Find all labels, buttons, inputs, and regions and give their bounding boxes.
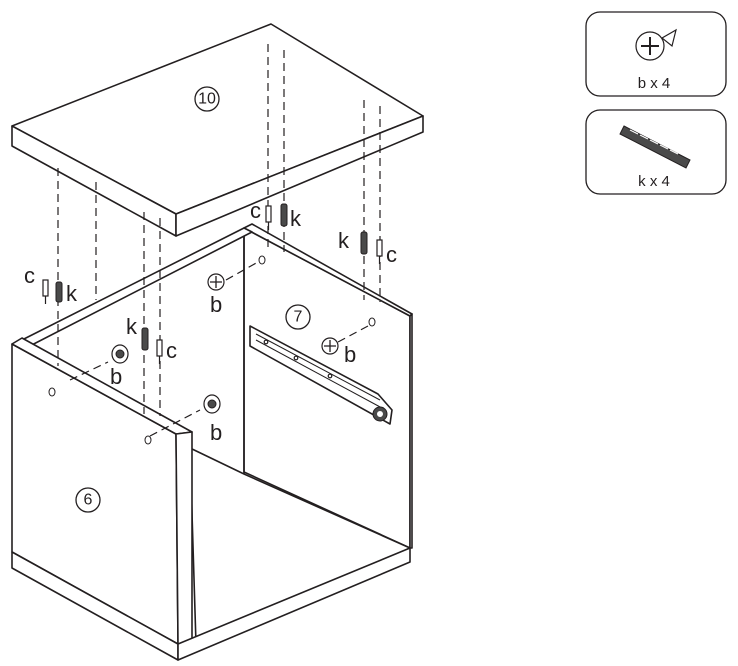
- legend-dowel-qty: k x 4: [638, 173, 670, 190]
- label-k: k: [338, 228, 350, 253]
- cam-bolt-icon: [376, 239, 383, 264]
- label-b: b: [210, 292, 222, 317]
- label-b: b: [110, 364, 122, 389]
- part-number-6: 6: [75, 487, 101, 513]
- cabinet-body: 6 7: [11, 223, 413, 661]
- cam-lock-icon: [207, 273, 225, 291]
- cam-lock-icon: [111, 344, 129, 364]
- svg-text:10: 10: [198, 91, 216, 108]
- drawer-slide: [249, 325, 393, 425]
- label-c: c: [166, 338, 177, 363]
- top-panel: 10: [11, 23, 424, 237]
- legend-cam-qty: b x 4: [638, 75, 671, 92]
- part-number-7: 7: [285, 304, 311, 330]
- cam-lock-icon: [635, 28, 677, 61]
- dowel-icon: [141, 327, 149, 351]
- label-k: k: [66, 281, 78, 306]
- cam-bolt-icon: [42, 279, 49, 304]
- label-k: k: [126, 314, 138, 339]
- dowel-hole: [48, 387, 56, 397]
- cam-bolt-icon: [156, 339, 163, 364]
- hardware-labels: c k k c b b b b c k k c: [24, 198, 397, 445]
- part-number-10: 10: [194, 86, 220, 112]
- label-c: c: [386, 242, 397, 267]
- wood-dowel-icon: [619, 125, 691, 169]
- legend-dowel: k x 4: [585, 109, 727, 195]
- dowel-icon: [360, 231, 368, 255]
- dowel-icon: [280, 203, 288, 227]
- cam-hole: [368, 317, 376, 327]
- dowel-hole: [144, 435, 152, 445]
- cam-bolt-icon: [265, 205, 272, 230]
- legend-cam: b x 4: [585, 11, 727, 97]
- dowel-icon: [55, 281, 63, 303]
- cam-lock-icon: [321, 337, 339, 355]
- svg-text:7: 7: [294, 309, 303, 326]
- cam-hole: [258, 255, 266, 265]
- label-b: b: [344, 342, 356, 367]
- label-k: k: [290, 206, 302, 231]
- label-c: c: [250, 198, 261, 223]
- svg-text:6: 6: [84, 492, 93, 509]
- label-b: b: [210, 420, 222, 445]
- cam-lock-icon: [203, 394, 221, 414]
- label-c: c: [24, 263, 35, 288]
